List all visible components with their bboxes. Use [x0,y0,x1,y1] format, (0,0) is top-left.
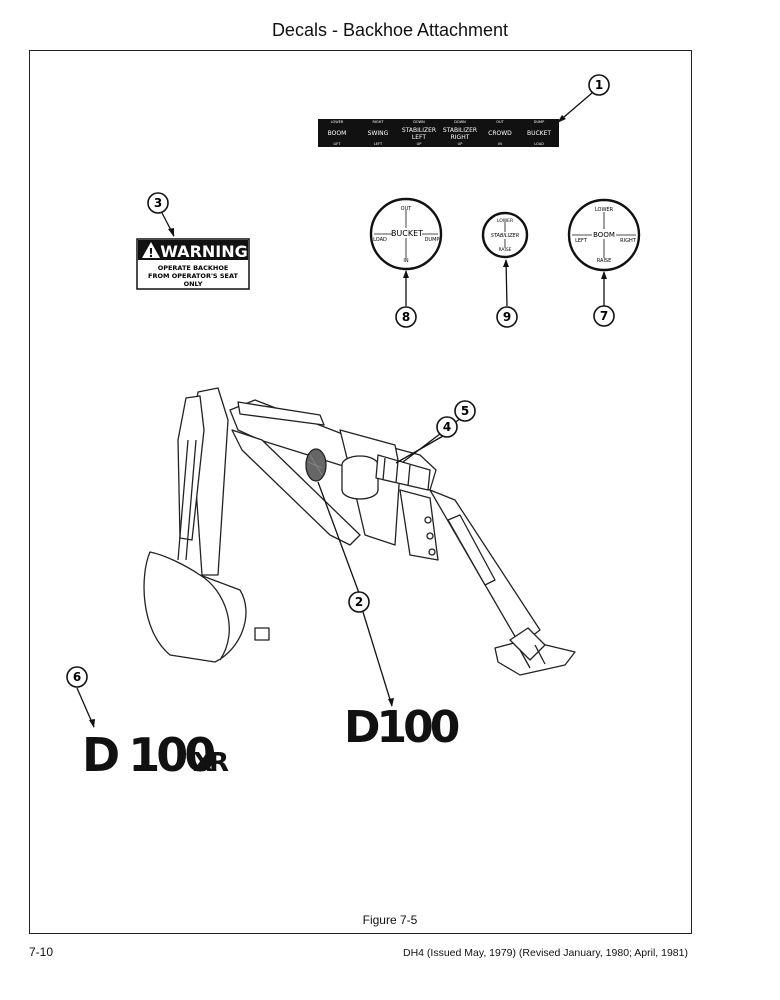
svg-text:D 100: D 100 [82,728,214,782]
svg-text:8: 8 [402,310,410,324]
page-number: 7-10 [29,945,54,959]
svg-text:LOWER: LOWER [331,120,344,124]
svg-text:LOWER: LOWER [595,207,614,213]
svg-text:WARNING: WARNING [160,242,248,261]
svg-text:1: 1 [595,78,603,92]
callout-1: 1 [588,74,610,96]
svg-text:BOOM: BOOM [593,231,615,239]
stabilizer-dial: LOWER STABILIZER RAISE [481,211,529,259]
d100xr-decal: D 100 XR [82,728,233,782]
svg-text:RIGHT: RIGHT [373,120,385,124]
svg-text:DUMP: DUMP [534,120,544,124]
svg-text:LEFT: LEFT [374,142,383,146]
svg-text:7: 7 [600,309,608,323]
svg-text:LEFT: LEFT [575,238,588,244]
svg-text:OUT: OUT [496,120,504,124]
svg-text:9: 9 [503,310,511,324]
svg-text:IN: IN [403,258,408,264]
svg-text:4: 4 [443,420,451,434]
svg-text:STABILIZER: STABILIZER [491,233,519,239]
svg-text:2: 2 [355,595,363,609]
page-title: Decals - Backhoe Attachment [271,20,509,40]
svg-text:ONLY: ONLY [184,280,203,288]
callout-5: 5 [454,400,476,422]
backhoe-drawing [143,387,576,676]
figure-frame [29,50,692,934]
bucket-dial: OUT LOAD BUCKET DUMP IN [369,197,443,271]
strip-label-swing: RIGHT SWING LEFT [368,120,389,146]
warning-triangle-icon [142,242,160,258]
strip-label-stabilizer-left: DOWN STABILIZER LEFT UP [402,120,436,146]
svg-text:6: 6 [73,670,81,684]
svg-text:OUT: OUT [401,206,413,212]
callout-6: 6 [66,666,88,688]
svg-text:LEFT: LEFT [412,134,426,141]
svg-text:!: ! [148,246,153,260]
svg-text:DOWN: DOWN [413,120,425,124]
control-strip-decal: LOWER BOOM LIFT RIGHT SWING LEFT DOWN ST… [318,119,559,147]
svg-text:UP: UP [458,142,463,146]
svg-text:RIGHT: RIGHT [620,238,637,244]
callout-3: 3 [147,192,169,214]
svg-text:D100: D100 [344,702,459,753]
figure-caption: Figure 7-5 [362,913,418,927]
callout-2: 2 [348,591,370,613]
svg-text:CROWD: CROWD [488,130,512,137]
callout-8: 8 [395,306,417,328]
svg-text:FROM OPERATOR'S SEAT: FROM OPERATOR'S SEAT [148,272,239,280]
svg-text:XR: XR [193,748,229,778]
svg-text:RIGHT: RIGHT [451,134,470,141]
svg-text:IN: IN [498,142,502,146]
svg-text:UP: UP [417,142,422,146]
svg-text:RAISE: RAISE [597,258,612,264]
boom-dial: LOWER LEFT BOOM RIGHT RAISE [567,198,641,272]
svg-text:SWING: SWING [368,130,389,137]
callout-9: 9 [496,306,518,328]
issue-info: DH4 (Issued May, 1979) (Revised January,… [402,947,688,959]
svg-text:LOAD: LOAD [373,237,387,243]
svg-text:LOAD: LOAD [534,142,544,146]
svg-text:STABILIZER: STABILIZER [402,127,436,134]
svg-text:DOWN: DOWN [454,120,466,124]
svg-text:RAISE: RAISE [498,247,511,253]
svg-text:LOWER: LOWER [497,218,513,224]
svg-text:5: 5 [461,404,469,418]
svg-text:3: 3 [154,196,162,210]
svg-text:STABILIZER: STABILIZER [443,127,477,134]
warning-decal: ! WARNING OPERATE BACKHOE FROM OPERATOR'… [136,238,250,290]
svg-text:BUCKET: BUCKET [391,229,423,238]
strip-label-crowd: OUT CROWD IN [488,120,512,146]
svg-text:OPERATE BACKHOE: OPERATE BACKHOE [158,264,229,272]
callout-7: 7 [593,305,615,327]
svg-text:BUCKET: BUCKET [527,130,551,137]
d100-decal: D100 [344,702,463,753]
svg-text:BOOM: BOOM [328,130,347,137]
strip-label-stabilizer-right: DOWN STABILIZER RIGHT UP [443,120,477,146]
svg-text:LIFT: LIFT [333,142,341,146]
strip-label-boom: LOWER BOOM LIFT [328,120,347,146]
strip-label-bucket: DUMP BUCKET LOAD [527,120,551,146]
svg-text:DUMP: DUMP [425,237,440,243]
callout-4: 4 [436,416,458,438]
